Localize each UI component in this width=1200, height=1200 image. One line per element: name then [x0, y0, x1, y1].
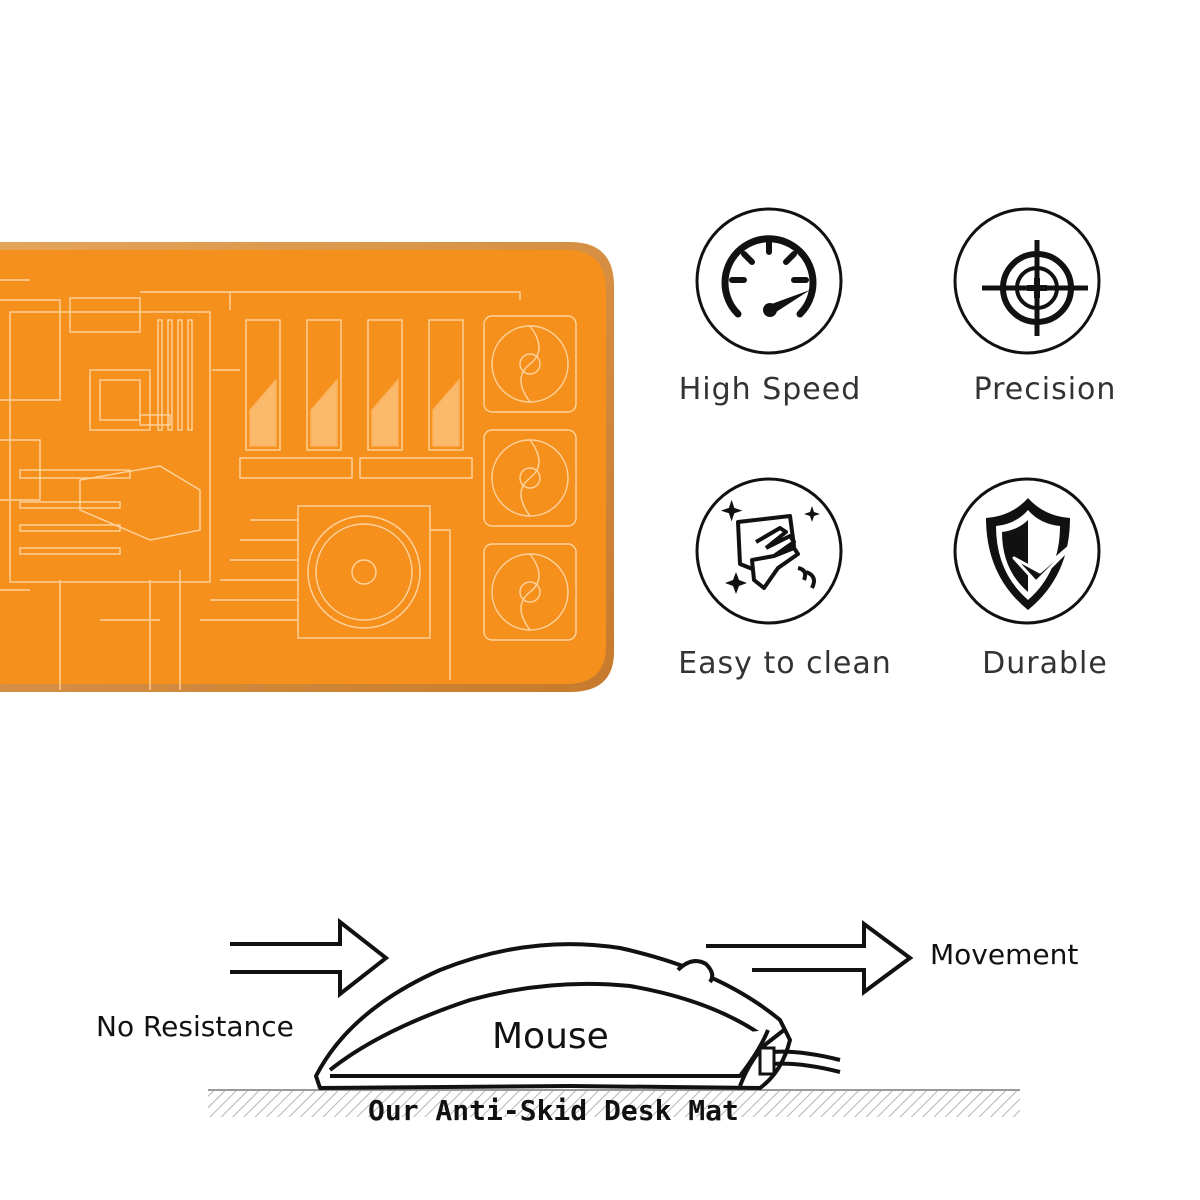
mouse-label: Mouse — [492, 1016, 609, 1057]
easy-to-clean-badge — [694, 476, 844, 626]
anti-skid-mat-label: Our Anti-Skid Desk Mat — [368, 1094, 739, 1127]
no-resistance-label: No Resistance — [96, 1010, 294, 1043]
speedometer-icon — [695, 207, 843, 355]
feature-label-easy-to-clean: Easy to clean — [678, 646, 892, 681]
precision-badge — [952, 206, 1102, 356]
cleaning-cloth-icon — [695, 477, 843, 625]
high-speed-badge — [694, 206, 844, 356]
desk-mat-image — [0, 240, 620, 696]
feature-label-precision: Precision — [973, 372, 1117, 407]
crosshair-icon — [953, 207, 1101, 355]
mouse-diagram — [200, 900, 1060, 1140]
no-resistance-arrows-icon — [230, 917, 390, 999]
feature-label-durable: Durable — [982, 646, 1108, 681]
shield-check-icon — [953, 477, 1101, 625]
movement-label: Movement — [930, 938, 1079, 971]
durable-badge — [952, 476, 1102, 626]
feature-label-high-speed: High Speed — [678, 372, 862, 407]
